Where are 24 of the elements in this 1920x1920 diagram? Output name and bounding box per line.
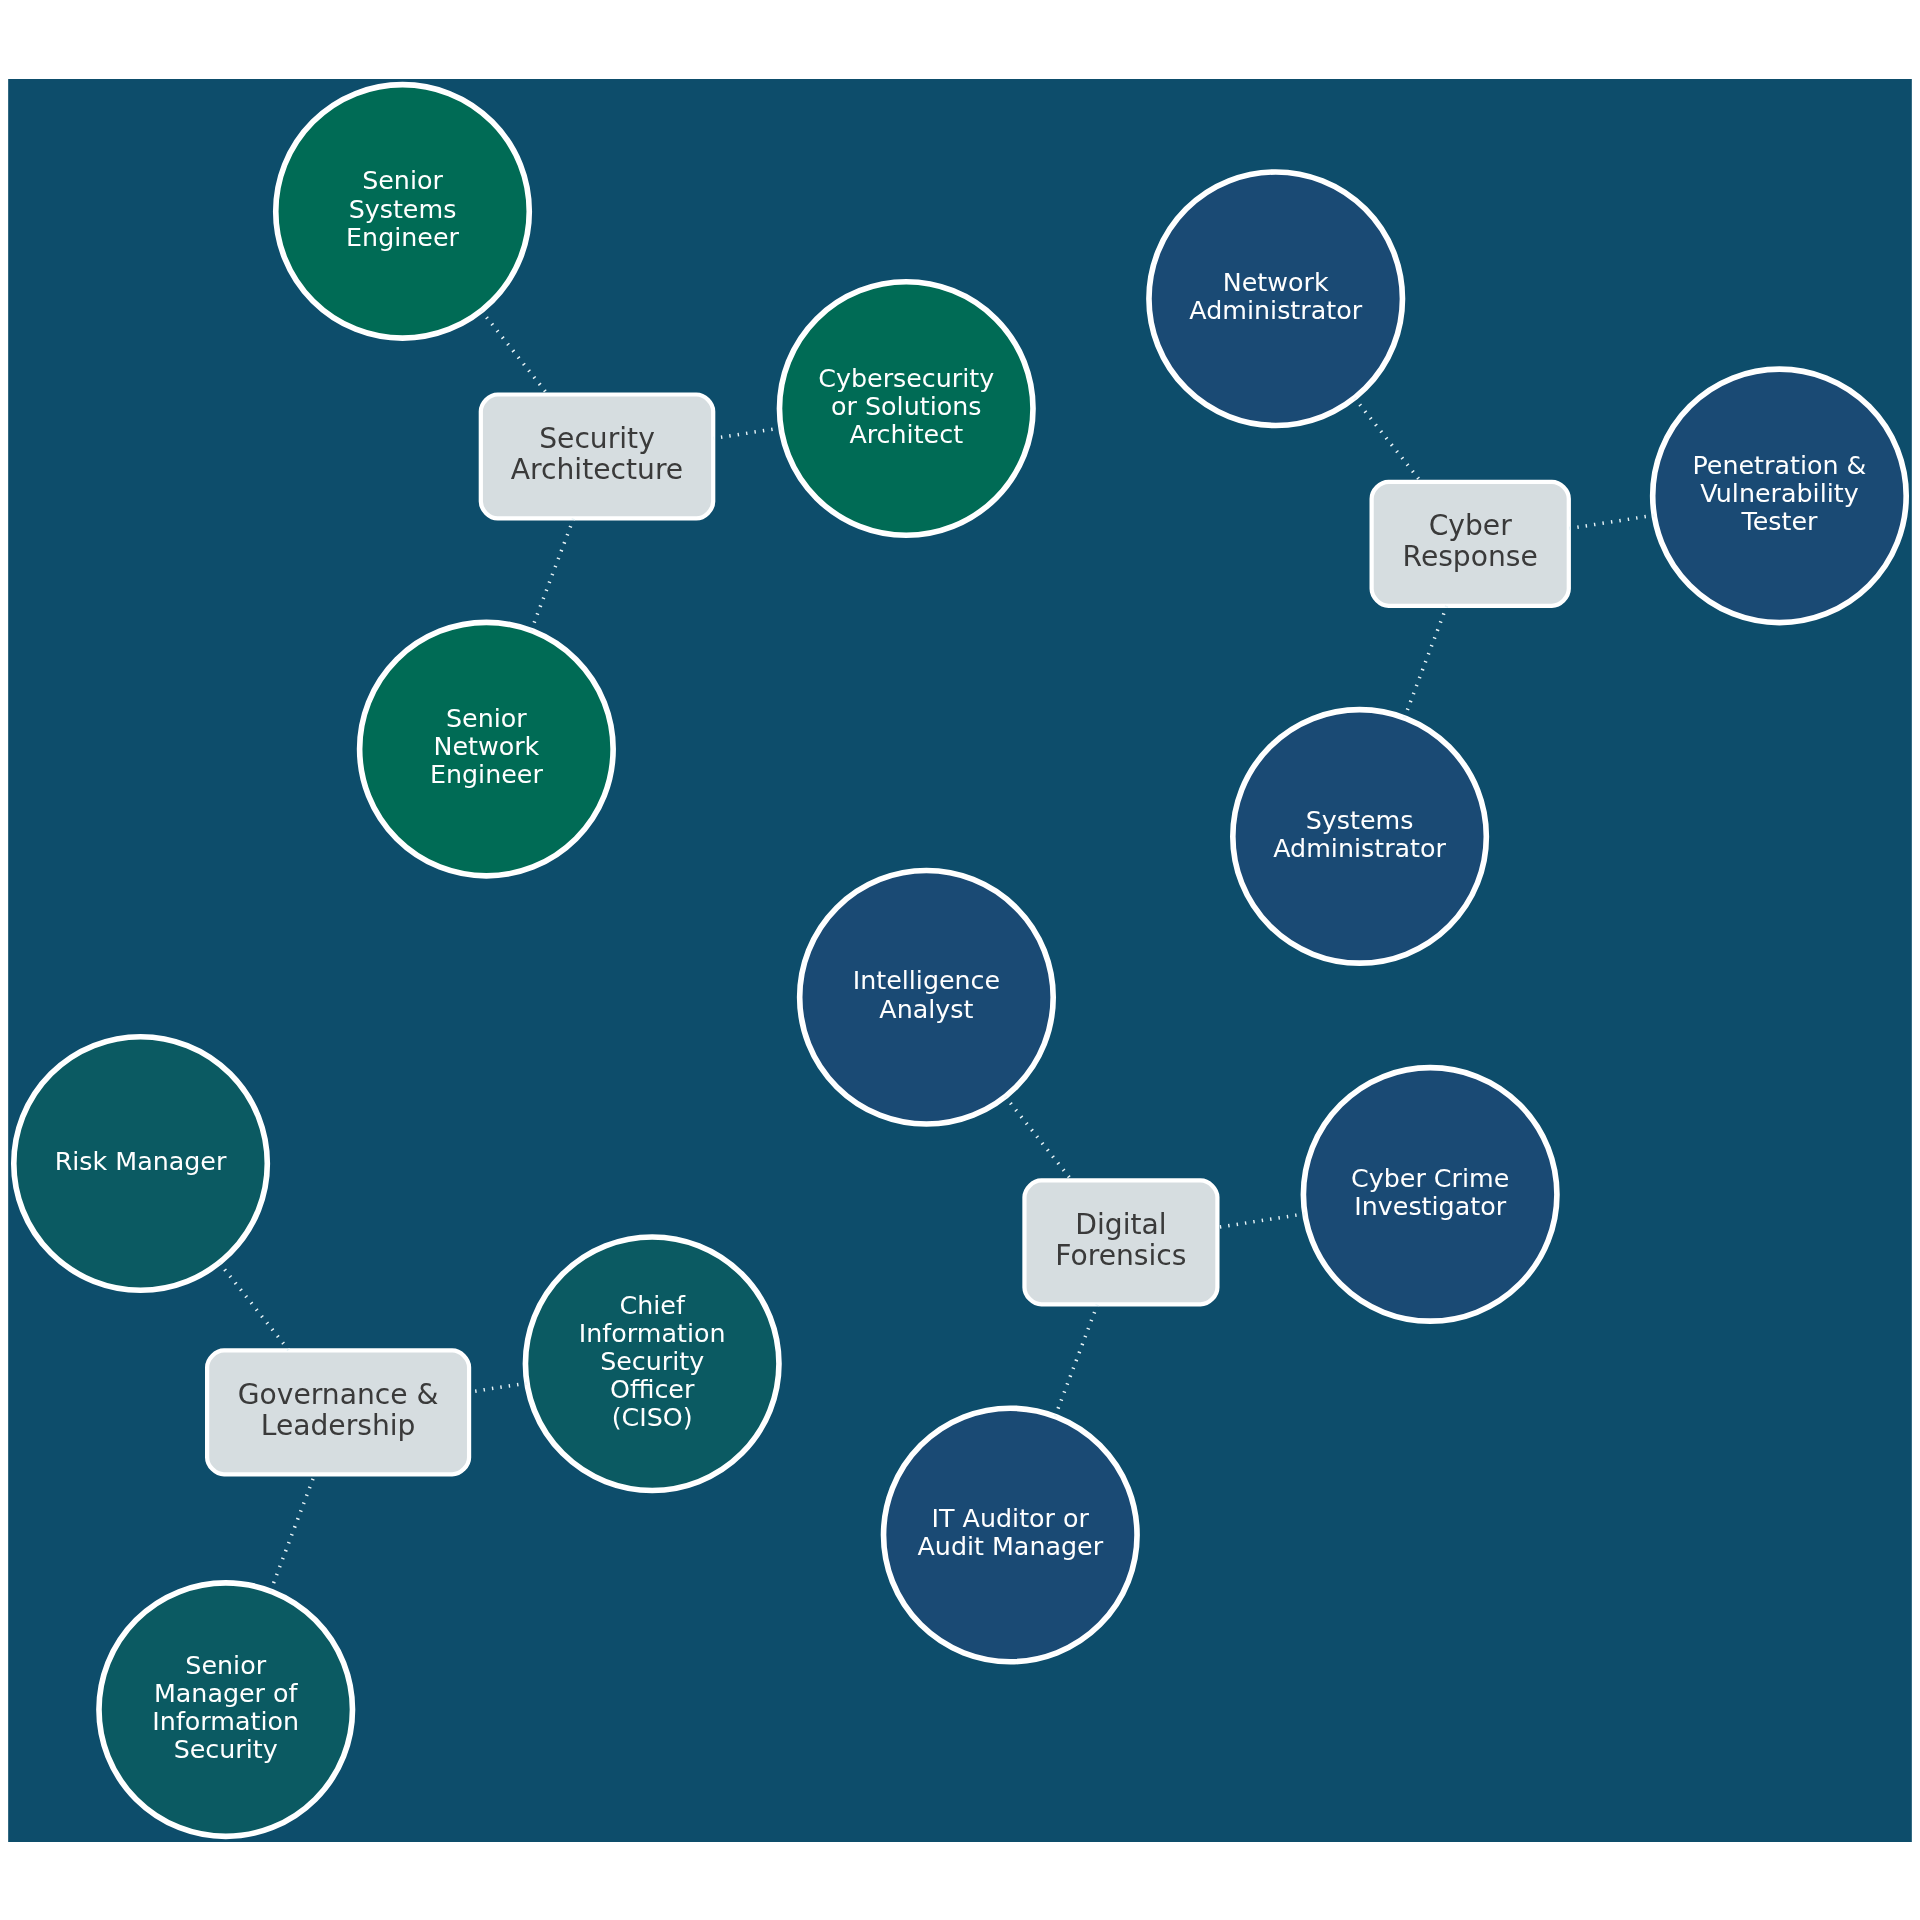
node-circle: Risk Manager	[11, 1033, 271, 1293]
node-box: Digital Forensics	[1022, 1177, 1220, 1306]
connector	[1402, 604, 1449, 718]
connector	[713, 425, 782, 440]
node-circle: Chief Information Security Officer (CISO)	[522, 1233, 782, 1493]
node-circle: Senior Manager of Information Security	[96, 1579, 356, 1839]
node-circle: Cybersecurity or Solutions Architect	[776, 278, 1036, 538]
node-circle: Cyber Crime Investigator	[1300, 1064, 1560, 1324]
connector	[1003, 1095, 1073, 1181]
node-circle: Senior Network Engineer	[356, 619, 616, 879]
connector	[1217, 1211, 1306, 1229]
node-circle: Penetration & Vulnerability Tester	[1649, 365, 1909, 625]
node-box: Cyber Response	[1369, 479, 1571, 608]
node-box: Security Architecture	[478, 391, 716, 521]
connector	[218, 1261, 291, 1351]
node-circle: Systems Administrator	[1230, 706, 1490, 966]
connector	[529, 517, 576, 631]
node-circle: IT Auditor or Audit Manager	[880, 1404, 1140, 1665]
connector	[1568, 513, 1655, 530]
node-box: Governance & Leadership	[205, 1347, 472, 1476]
node-circle: Intelligence Analyst	[796, 867, 1056, 1127]
node-circle: Senior Systems Engineer	[272, 81, 533, 341]
node-circle: Network Administrator	[1146, 168, 1406, 428]
connector	[1053, 1303, 1100, 1417]
